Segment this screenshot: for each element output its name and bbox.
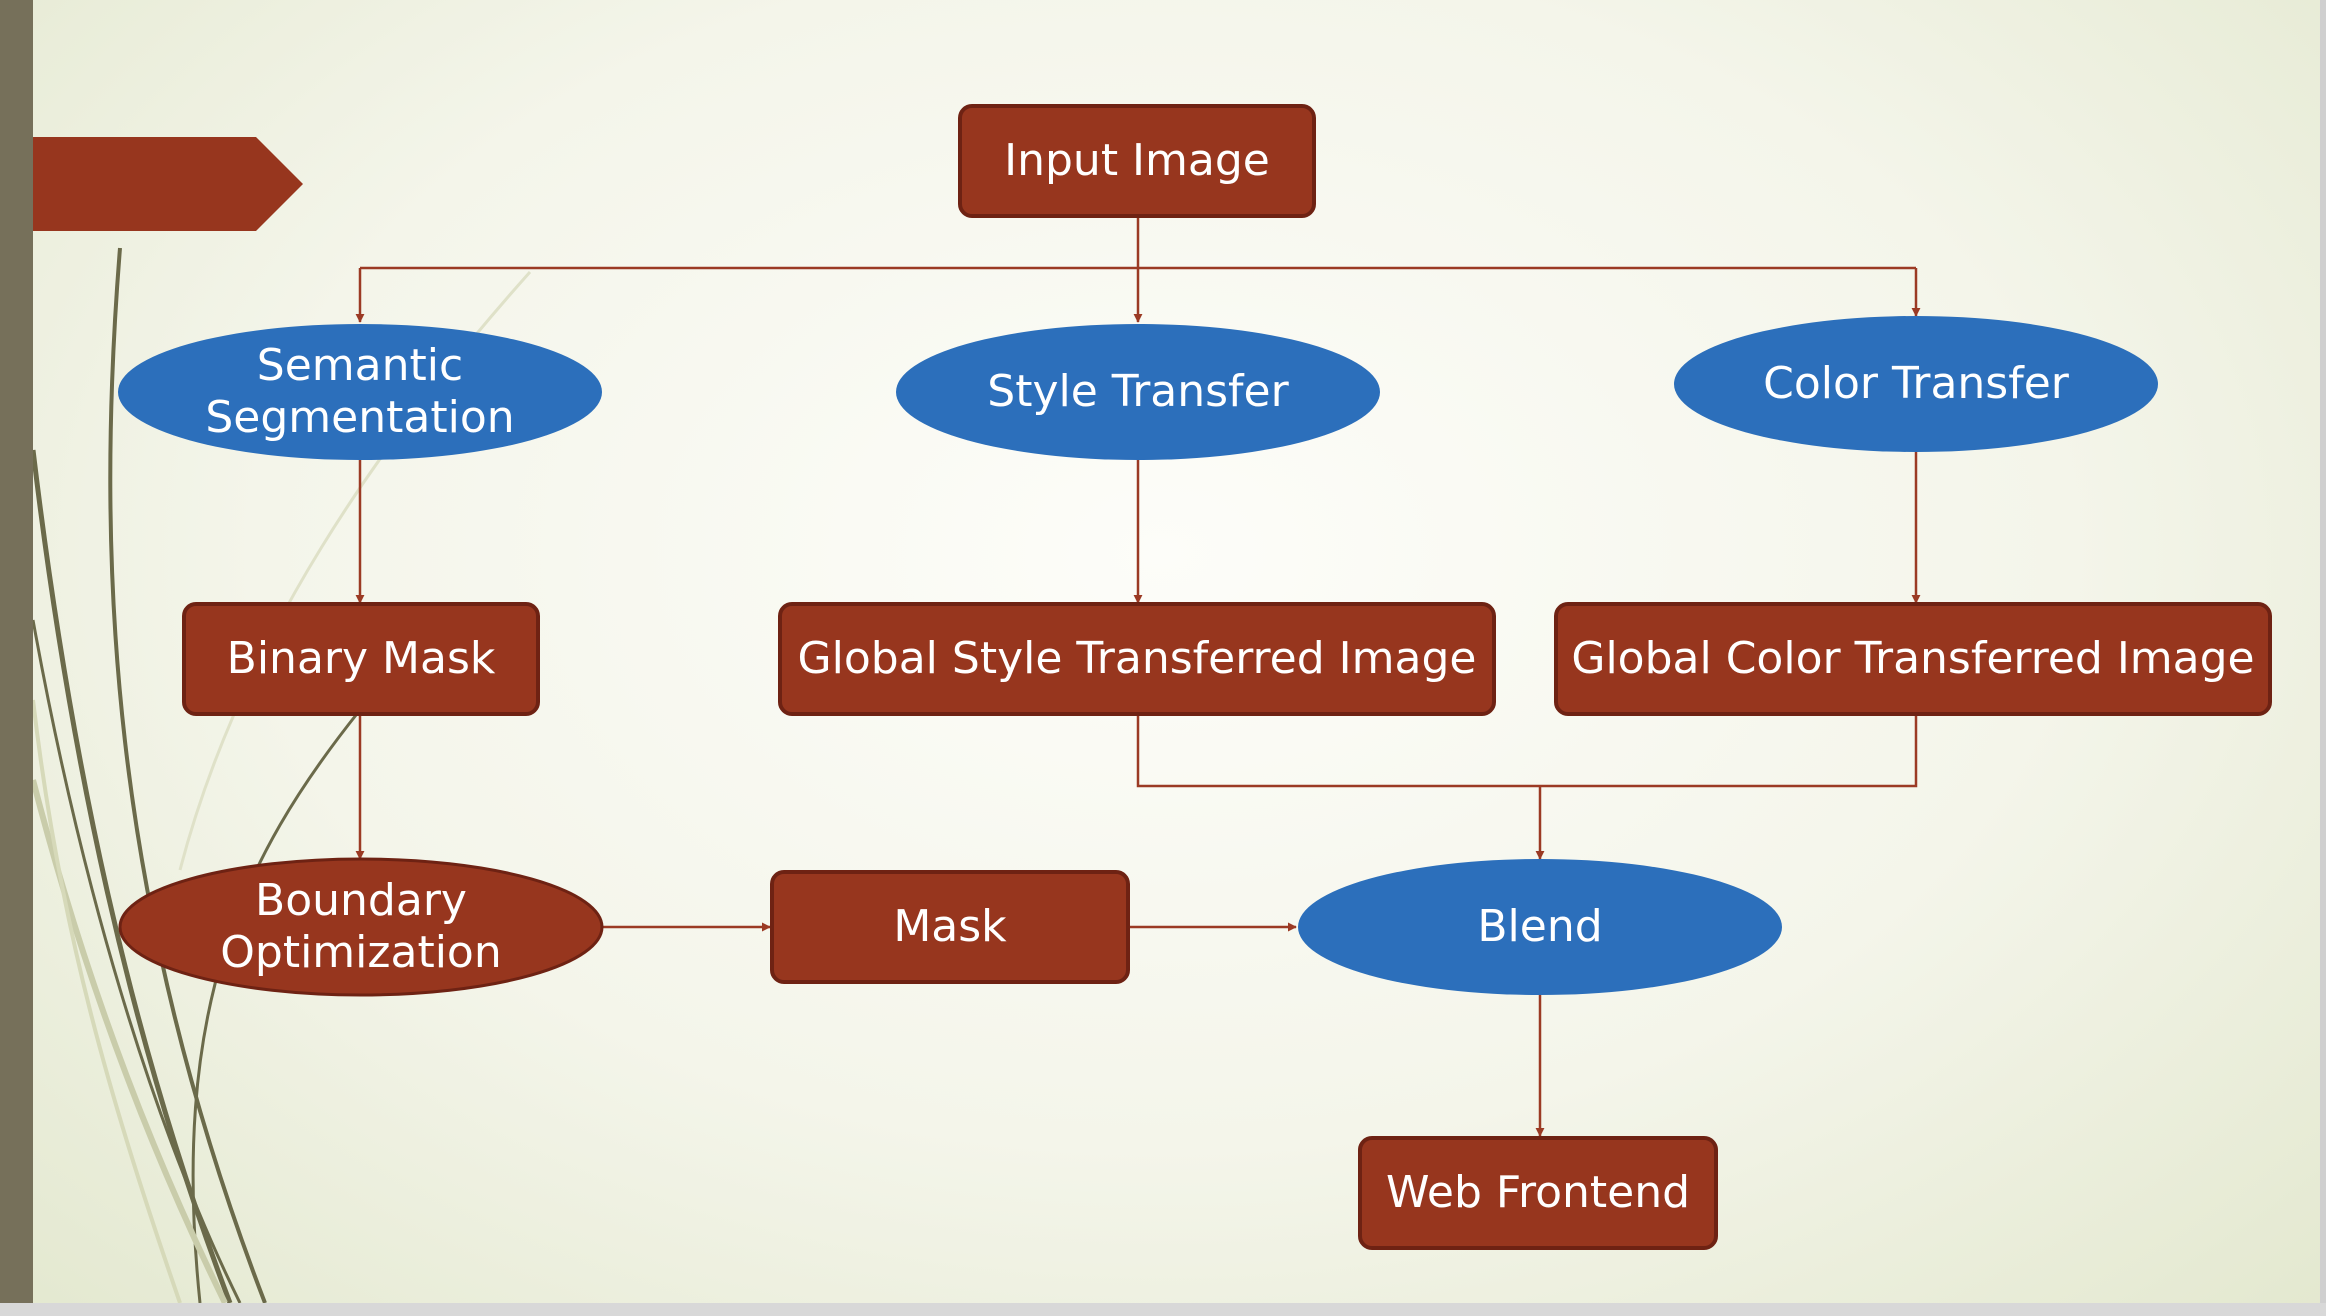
rect-nodes [182,104,2272,1250]
input-image-box [958,104,1316,218]
boundary-optimization-ellipse [118,857,604,997]
ellipse-nodes [118,316,2158,997]
bottom-edge-strip [0,1303,2326,1316]
left-sidebar-bar [0,0,33,1303]
connector-globals-join [1136,714,1918,788]
global-style-box [778,602,1496,716]
title-tab [0,137,303,231]
right-edge-strip [2320,0,2326,1303]
connectors [355,217,1921,1137]
mask-box [770,870,1130,984]
web-frontend-box [1358,1136,1718,1250]
global-color-box [1554,602,2272,716]
color-transfer-ellipse [1674,316,2158,452]
semantic-segmentation-ellipse [118,324,602,460]
blend-ellipse [1298,859,1782,995]
binary-mask-box [182,602,540,716]
style-transfer-ellipse [896,324,1380,460]
